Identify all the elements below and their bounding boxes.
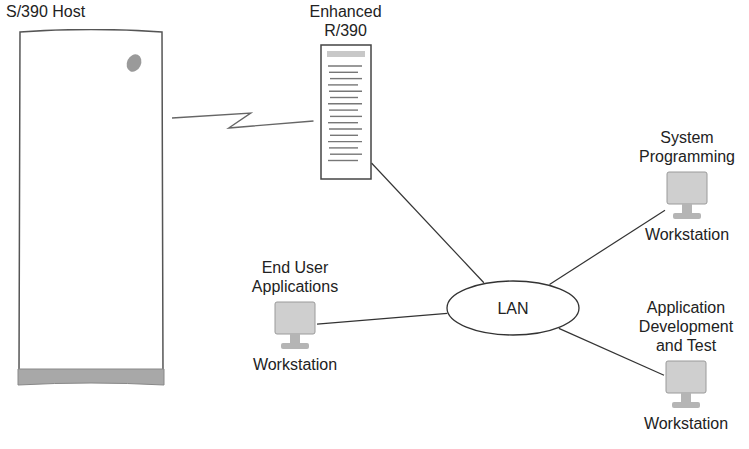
monitor-screen [666,361,706,393]
connector [317,313,447,324]
server-vent [328,122,358,123]
server-vent [329,147,358,148]
workstation-node: System ProgrammingWorkstation [628,128,746,244]
connector [172,113,314,128]
workstation-role: Application Development and Test [625,298,747,355]
server-vent [328,103,362,104]
server-vent [328,84,358,85]
connector [549,210,665,284]
monitor-screen [667,172,707,204]
lan-label: LAN [497,299,528,318]
server-tower [320,44,372,180]
host-label: S/390 Host [6,2,85,21]
workstation-role: System Programming [631,128,743,166]
server-vent [328,65,362,66]
lan-cable [317,313,447,324]
monitor-neck [681,393,691,402]
monitor-base [673,213,701,219]
workstation-node: Application Development and TestWorkstat… [624,298,748,433]
monitor-neck [682,204,692,213]
cabinet-base [18,369,164,385]
mainframe-cabinet [16,29,166,387]
server-vent [330,116,362,117]
server-panel [327,51,365,57]
lan-node: LAN [446,280,580,336]
server-vent [328,160,358,161]
monitor-neck [290,334,300,343]
monitor-base [281,343,309,349]
monitor-screen [275,302,315,334]
connector [559,328,664,375]
lan-cable [372,163,484,283]
workstation-icon [273,300,317,352]
server-vent [330,153,362,154]
server-vent [330,135,358,136]
server-vent [329,72,358,73]
comm-link [172,113,314,128]
workstation-node: End User ApplicationsWorkstation [215,258,375,374]
workstation-label: Workstation [240,355,350,374]
server-vent [330,97,358,98]
workstation-role: End User Applications [240,258,350,296]
server-vent [328,141,362,142]
cabinet-badge [124,52,144,74]
lan-cable [559,328,664,375]
monitor-base [672,402,700,408]
workstation-label: Workstation [631,225,743,244]
server-body [321,45,371,179]
server-label: Enhanced R/390 [306,2,386,40]
server-node: Enhanced R/390 [288,2,403,180]
server-vent [330,78,362,79]
lan-cable [549,210,665,284]
server-vent [329,109,358,110]
server-vent [329,128,362,129]
workstation-icon [665,170,709,222]
server-vent [329,90,362,91]
cabinet-body [19,30,163,375]
connector [372,163,484,283]
workstation-icon [664,359,708,411]
workstation-label: Workstation [625,414,747,433]
host-node: S/390 Host [6,2,178,387]
